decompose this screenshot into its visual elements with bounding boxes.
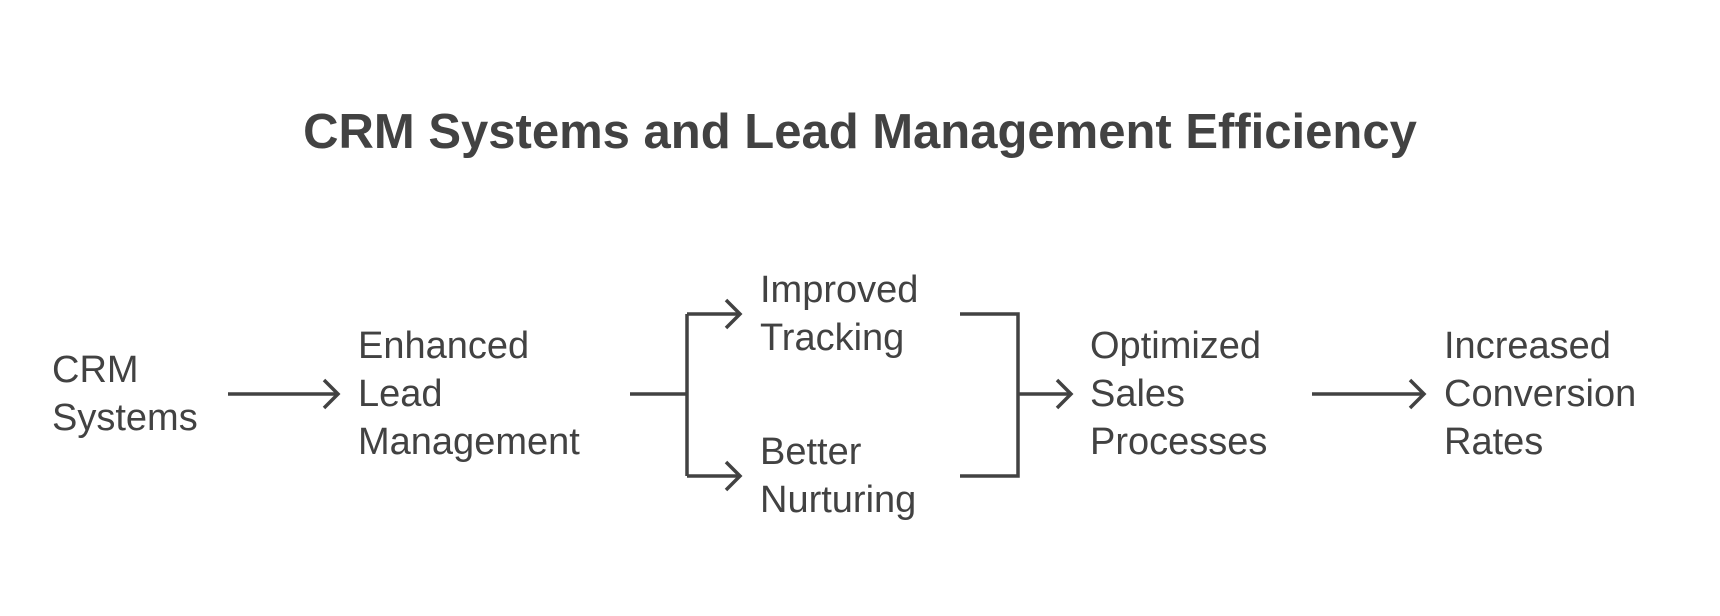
node-increased-line-2: Conversion bbox=[1444, 373, 1637, 415]
node-enhanced-line-1: Enhanced bbox=[358, 325, 530, 367]
node-improved-tracking: Improved Tracking bbox=[760, 266, 918, 362]
arrowhead-enhanced bbox=[322, 378, 341, 410]
merge-connector bbox=[960, 312, 1071, 478]
split-connector bbox=[630, 312, 740, 478]
arrowhead-better-nurturing bbox=[724, 460, 743, 492]
node-enhanced-line-2: Lead bbox=[358, 373, 443, 415]
node-optimized-sales-processes: Optimized Sales Processes bbox=[1090, 322, 1267, 466]
node-enhanced-line-3: Management bbox=[358, 421, 580, 463]
arrowhead-improved-tracking bbox=[724, 298, 743, 330]
arrowhead-increased bbox=[1408, 378, 1427, 410]
node-crm-systems-line-1: CRM bbox=[52, 349, 139, 391]
node-increased-line-1: Increased bbox=[1444, 325, 1611, 367]
arrowhead-optimized bbox=[1055, 378, 1074, 410]
node-improved-line-1: Improved bbox=[760, 269, 919, 311]
node-improved-line-2: Tracking bbox=[760, 317, 905, 359]
diagram-title: CRM Systems and Lead Management Efficien… bbox=[303, 105, 1417, 159]
node-optimized-line-1: Optimized bbox=[1090, 325, 1262, 367]
node-better-line-1: Better bbox=[760, 431, 862, 473]
node-enhanced-lead-management: Enhanced Lead Management bbox=[358, 322, 580, 466]
node-optimized-line-3: Processes bbox=[1090, 421, 1268, 463]
node-increased-line-3: Rates bbox=[1444, 421, 1544, 463]
node-crm-systems-line-2: Systems bbox=[52, 397, 198, 439]
node-better-line-2: Nurturing bbox=[760, 479, 917, 521]
node-increased-conversion-rates: Increased Conversion Rates bbox=[1444, 322, 1636, 466]
node-crm-systems: CRM Systems bbox=[52, 346, 198, 442]
node-better-nurturing: Better Nurturing bbox=[760, 428, 916, 524]
node-optimized-line-2: Sales bbox=[1090, 373, 1186, 415]
